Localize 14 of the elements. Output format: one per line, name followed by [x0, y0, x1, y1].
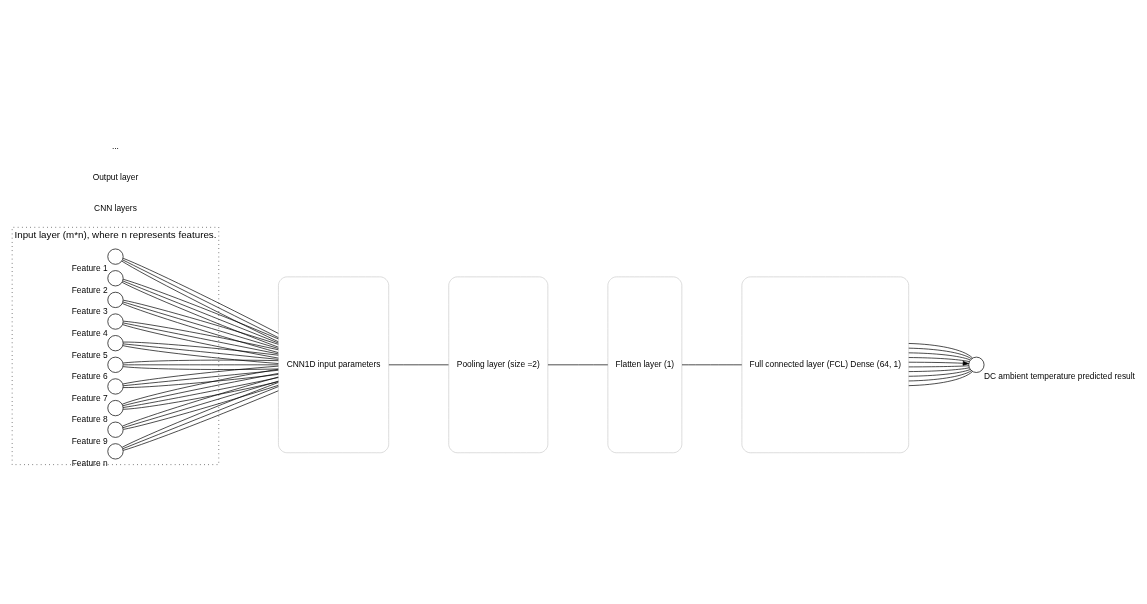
- node-label: Feature 5: [71, 349, 108, 360]
- node-label: Feature 2: [71, 284, 108, 295]
- label: Output layer: [92, 171, 139, 182]
- node-label: Feature n: [71, 457, 108, 468]
- node-label: Feature 4: [71, 327, 108, 338]
- label: CNN layers: [94, 203, 137, 214]
- node-label: DC ambient temperature predicted result: [983, 371, 1135, 382]
- node-label: Feature 7: [71, 392, 108, 403]
- node-label: Feature 3: [71, 306, 108, 317]
- node-label: Feature 8: [71, 414, 108, 425]
- node-label: Feature 9: [71, 436, 108, 447]
- node-label: Feature 1: [71, 263, 108, 274]
- node-label: Feature 6: [71, 371, 108, 382]
- label: ...: [111, 140, 119, 151]
